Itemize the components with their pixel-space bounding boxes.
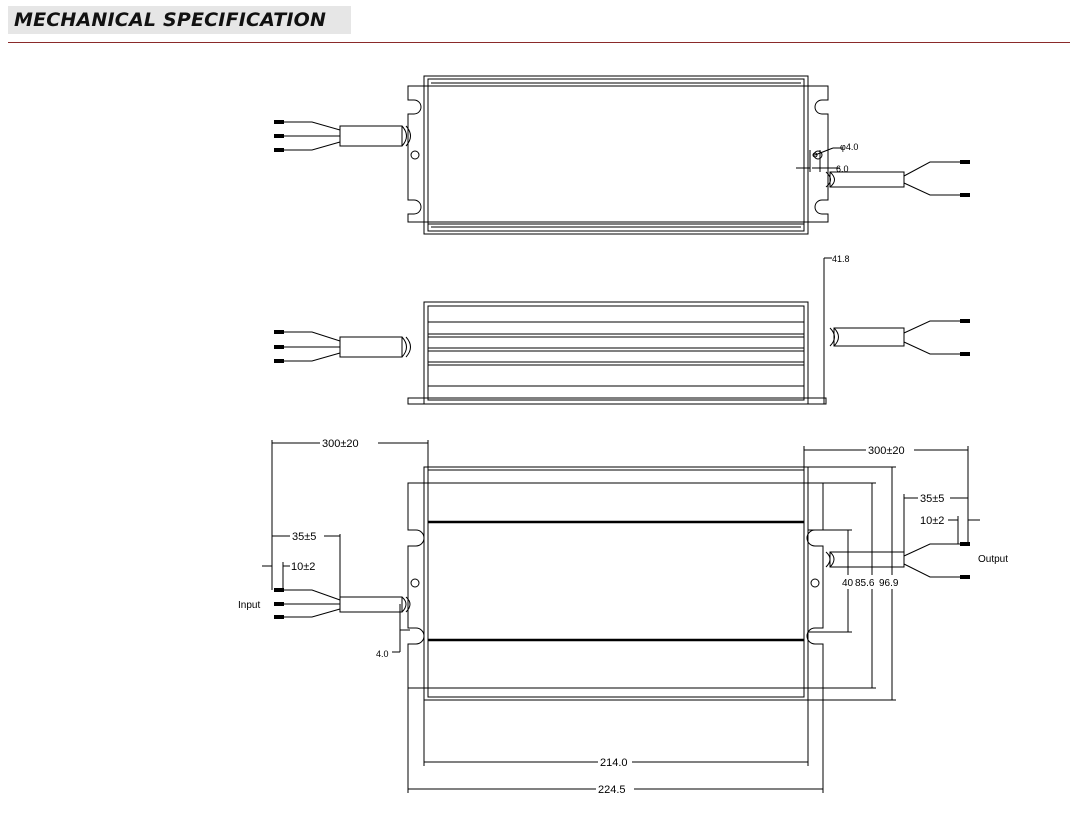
output-label: Output	[978, 554, 1008, 565]
output-strip-length-label: 35±5	[920, 493, 944, 505]
hole-diameter-label: φ4.0	[840, 142, 858, 152]
input-label: Input	[238, 600, 260, 611]
mount-hole	[810, 578, 820, 588]
slot-width-label: 6.0	[836, 164, 849, 174]
top-view-housing	[423, 75, 809, 235]
section-title: MECHANICAL SPECIFICATION	[14, 9, 327, 31]
side-view-housing	[423, 301, 809, 405]
overall-length-label: 224.5	[598, 784, 626, 796]
side-view: 41.8	[274, 254, 970, 405]
input-cable	[339, 125, 403, 147]
mount-hole	[410, 150, 420, 160]
input-tin-length-label: 10±2	[291, 561, 315, 573]
mount-offset-label: 4.0	[376, 649, 389, 659]
body-length-label: 214.0	[600, 757, 628, 769]
input-cable	[339, 596, 403, 613]
height-label: 41.8	[832, 254, 850, 264]
output-cable-length-label: 300±20	[868, 445, 905, 457]
top-view-flange	[407, 85, 829, 223]
mount-hole	[813, 150, 823, 160]
section-header: MECHANICAL SPECIFICATION	[8, 6, 351, 34]
section-divider	[8, 42, 1070, 43]
input-strip-length-label: 35±5	[292, 531, 316, 543]
output-tin-length-label: 10±2	[920, 515, 944, 527]
bottom-view: Input Output 300±20 35±5 10±2 4.0 300±2	[238, 438, 1008, 796]
bottom-view-housing	[423, 466, 809, 701]
input-cable-length-label: 300±20	[322, 438, 359, 450]
output-cable	[829, 551, 905, 568]
overall-width-label: 96.9	[879, 578, 899, 589]
top-view: φ4.0 6.0	[274, 75, 970, 235]
output-cable	[829, 171, 905, 188]
inner-width-label: 40	[842, 578, 854, 589]
bottom-view-flange	[407, 482, 824, 689]
mount-width-label: 85.6	[855, 578, 875, 589]
mount-hole	[410, 578, 420, 588]
side-view-base-plate	[407, 397, 827, 405]
